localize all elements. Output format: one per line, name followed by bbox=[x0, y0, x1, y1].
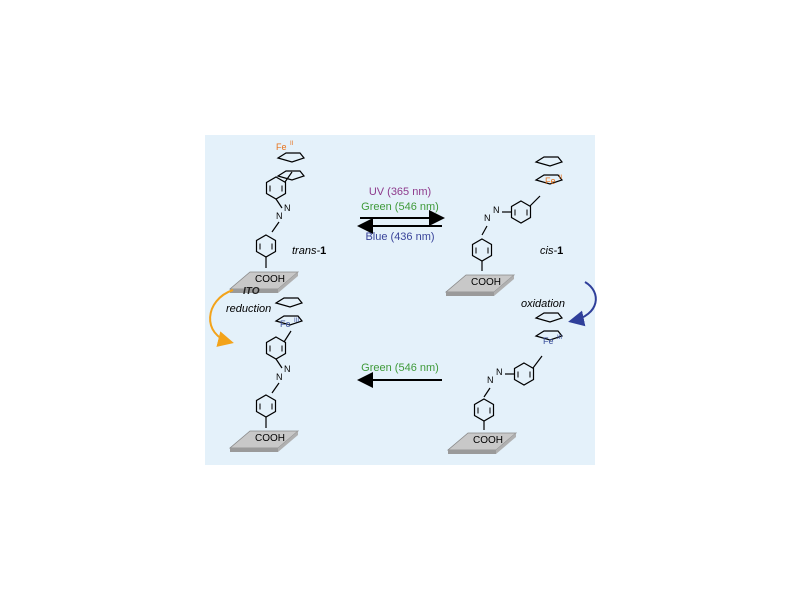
azo-n-label: N bbox=[496, 367, 503, 377]
ito-label: ITO bbox=[243, 286, 260, 297]
fe2-label-top-left: Fe bbox=[276, 142, 287, 152]
reduction-arrow bbox=[209, 289, 234, 347]
cis-1-label: cis-1 bbox=[540, 245, 563, 257]
fe2-oxidation-state: II bbox=[290, 141, 294, 147]
cooh-label: COOH bbox=[255, 433, 285, 444]
cooh-label: COOH bbox=[255, 274, 285, 285]
fe2-label-top-right: Fe bbox=[545, 176, 556, 186]
blue-light-label: Blue (436 nm) bbox=[365, 231, 434, 243]
azo-n-label: N bbox=[276, 211, 283, 221]
fe3-label-bottom-right: Fe bbox=[543, 336, 554, 346]
azo-n-label: N bbox=[276, 372, 283, 382]
oxidation-arrow bbox=[568, 281, 597, 327]
ferrocene-icon bbox=[277, 152, 305, 181]
cis-1-fe3-molecule bbox=[447, 312, 563, 455]
cis-1-fe2-molecule bbox=[445, 156, 563, 297]
azo-n-label: N bbox=[284, 364, 291, 374]
cooh-label: COOH bbox=[471, 277, 501, 288]
azo-n-label: N bbox=[487, 375, 494, 385]
uv-light-label: UV (365 nm) bbox=[369, 186, 431, 198]
azo-n-label: N bbox=[284, 203, 291, 213]
trans-1-fe3-molecule bbox=[229, 297, 303, 453]
trans-1-fe2-molecule bbox=[229, 152, 305, 294]
green-light-label-bottom: Green (546 nm) bbox=[361, 362, 439, 374]
azo-n-label: N bbox=[484, 213, 491, 223]
fe3-oxidation-state: III bbox=[294, 318, 299, 324]
reduction-label: reduction bbox=[226, 303, 271, 315]
trans-1-label: trans-1 bbox=[292, 245, 326, 257]
cooh-label: COOH bbox=[473, 435, 503, 446]
oxidation-label: oxidation bbox=[521, 298, 565, 310]
azo-n-label: N bbox=[493, 205, 500, 215]
fe3-label-bottom-left: Fe bbox=[280, 319, 291, 329]
fe3-oxidation-state: III bbox=[557, 335, 562, 341]
fe2-oxidation-state: II bbox=[559, 175, 563, 181]
green-light-label-top: Green (546 nm) bbox=[361, 201, 439, 213]
